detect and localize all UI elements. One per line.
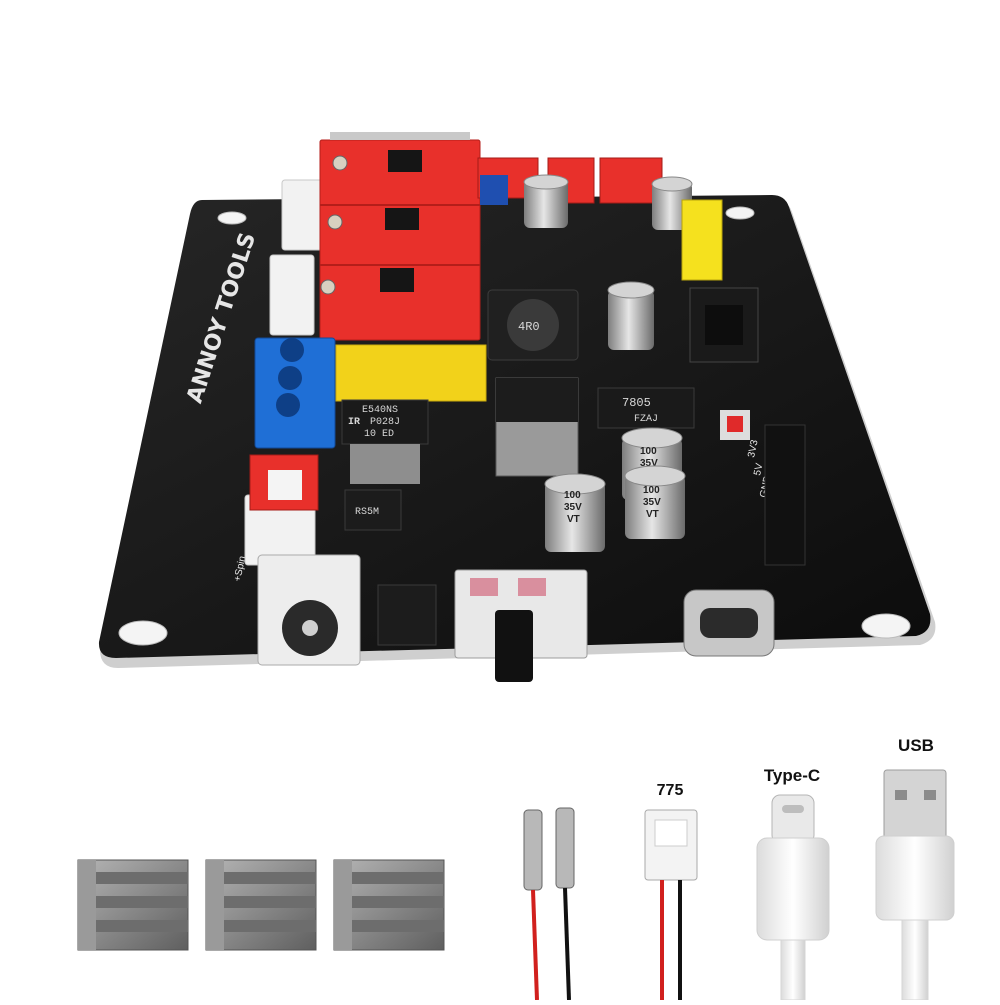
power-terminal [249, 337, 336, 511]
mounting-hole [861, 613, 911, 639]
driver-chip [388, 150, 422, 172]
spindle-silk-label: +Spin [232, 555, 248, 583]
heatsinks [77, 859, 445, 951]
svg-text:VT: VT [646, 509, 659, 520]
typec-label: Type-C [763, 766, 821, 785]
capacitor [607, 281, 655, 350]
svg-text:IR: IR [348, 417, 360, 428]
diode: RS5M [344, 489, 402, 531]
usb-label: USB [898, 736, 934, 755]
svg-text:E540NS: E540NS [362, 405, 398, 416]
svg-text:5V: 5V [752, 462, 765, 477]
capacitor: 100 35V VT [624, 465, 686, 539]
svg-text:10 ED: 10 ED [364, 429, 394, 440]
inductor: 4R0 [487, 289, 579, 361]
heatsink [77, 859, 189, 951]
gpio-headers [681, 199, 806, 566]
heatsink [205, 859, 317, 951]
svg-text:4R0: 4R0 [518, 320, 540, 334]
motor-775-label: 775 [656, 782, 684, 799]
dc-power-jack [257, 554, 361, 666]
svg-text:VT: VT [567, 514, 580, 525]
svg-text:3V3: 3V3 [746, 439, 761, 459]
limit-switch-connectors [244, 179, 325, 566]
capacitor: 100 35V VT [544, 473, 606, 552]
mosfet: E540NS IR P028J 10 ED [341, 399, 429, 484]
svg-text:100: 100 [640, 446, 657, 457]
svg-text:35V: 35V [564, 502, 582, 513]
voltage-regulator: 7805 FZAJ [597, 387, 695, 429]
usb-cable [875, 769, 955, 1001]
capacitor [523, 174, 569, 228]
typec-cable [756, 794, 830, 1001]
mounting-hole [217, 211, 247, 225]
spade-terminal-wires [523, 807, 575, 1001]
svg-text:7805: 7805 [622, 396, 651, 410]
stepper-drivers [319, 132, 663, 341]
mounting-hole [118, 620, 168, 646]
svg-text:100: 100 [643, 485, 660, 496]
yellow-heatsink [335, 344, 487, 402]
usb-c-port [683, 589, 775, 657]
motor-775-cable [644, 809, 698, 1000]
mounting-hole [725, 206, 755, 220]
svg-text:100: 100 [564, 490, 581, 501]
driver-chip [385, 208, 419, 230]
svg-text:35V: 35V [643, 497, 661, 508]
svg-text:FZAJ: FZAJ [634, 414, 658, 425]
driver-chip [380, 268, 414, 292]
reset-button [727, 416, 743, 432]
svg-text:35V: 35V [640, 458, 658, 469]
heatsink [333, 859, 445, 951]
svg-text:RS5M: RS5M [355, 507, 379, 518]
power-slide-switch [454, 569, 588, 682]
rectifier-diode [377, 584, 437, 646]
svg-text:P028J: P028J [370, 417, 400, 428]
